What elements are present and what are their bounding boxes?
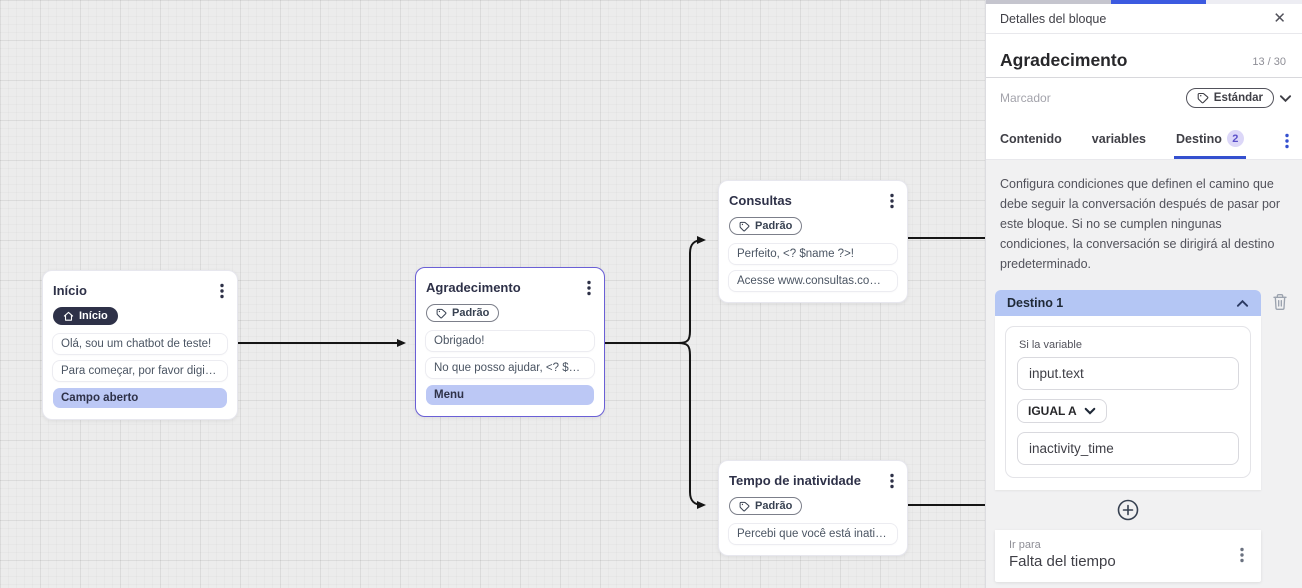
node-title: Agradecimento <box>426 280 521 295</box>
node-consultas[interactable]: Consultas Padrão Perfeito, <? $name ?>! … <box>718 180 908 303</box>
tag-badge-label: Padrão <box>452 307 490 319</box>
node-menu-icon[interactable] <box>887 191 897 211</box>
start-badge: Início <box>53 307 118 325</box>
tag-icon <box>436 308 447 319</box>
destination-card: Destino 1 Si la variable input.text IGUA… <box>995 290 1261 582</box>
block-details-panel: Detalles del bloque ✕ Agradecimento 13 /… <box>985 0 1302 588</box>
flow-canvas[interactable]: Início Início Olá, sou um chatbot de tes… <box>0 0 985 588</box>
operator-value: IGUAL A <box>1028 404 1077 418</box>
node-title: Consultas <box>729 193 792 208</box>
tag-icon <box>1197 92 1209 104</box>
node-action-row[interactable]: Menu <box>426 384 594 405</box>
node-tempo-inatividade[interactable]: Tempo de inatividade Padrão Percebi que … <box>718 460 908 556</box>
tab-contenido[interactable]: Contenido <box>998 124 1064 158</box>
destino-count-badge: 2 <box>1226 130 1244 147</box>
tab-variables[interactable]: variables <box>1090 124 1148 158</box>
tabs-menu-icon[interactable] <box>1282 131 1292 151</box>
panel-tabs: Contenido variables Destino 2 <box>986 118 1302 160</box>
tab-destino[interactable]: Destino 2 <box>1174 122 1246 159</box>
marker-value: Estándar <box>1213 92 1263 104</box>
condition-box: Si la variable input.text IGUAL A inacti… <box>1005 326 1251 478</box>
chevron-down-icon[interactable] <box>1279 94 1292 103</box>
go-to-value: Falta del tiempo <box>1009 553 1116 570</box>
tag-icon <box>739 501 750 512</box>
go-to-row[interactable]: Ir para Falta del tiempo <box>995 530 1261 582</box>
compare-value-input[interactable]: inactivity_time <box>1017 432 1239 465</box>
tag-icon <box>739 221 750 232</box>
node-message[interactable]: Para começar, por favor digite o ... <box>53 360 227 381</box>
destination-header-label: Destino 1 <box>1007 296 1064 310</box>
node-menu-icon[interactable] <box>217 281 227 301</box>
tab-label: Contenido <box>1000 131 1062 146</box>
tag-badge: Padrão <box>426 304 500 322</box>
node-menu-icon[interactable] <box>584 278 594 298</box>
marker-label: Marcador <box>1000 91 1051 105</box>
tag-badge: Padrão <box>729 497 803 515</box>
node-message[interactable]: Olá, sou um chatbot de teste! <box>53 333 227 354</box>
node-action-row[interactable]: Campo aberto <box>53 387 227 408</box>
delete-destination-icon[interactable] <box>1272 290 1288 311</box>
block-name-input[interactable]: Agradecimento <box>1000 50 1128 70</box>
destination-description: Configura condiciones que definen el cam… <box>1000 177 1281 271</box>
node-message[interactable]: Acesse www.consultas.com par... <box>729 270 897 291</box>
go-to-menu-icon[interactable] <box>1237 545 1247 565</box>
tag-badge-label: Padrão <box>755 220 793 232</box>
tab-label: Destino <box>1176 131 1222 146</box>
char-counter: 13 / 30 <box>1252 56 1286 68</box>
node-title: Início <box>53 283 87 298</box>
destination-header[interactable]: Destino 1 <box>995 290 1261 316</box>
tag-badge-label: Padrão <box>755 500 793 512</box>
home-icon <box>63 311 74 322</box>
tag-badge: Padrão <box>729 217 803 235</box>
node-message[interactable]: Obrigado! <box>426 330 594 351</box>
chevron-down-icon <box>1084 407 1096 415</box>
start-badge-label: Início <box>79 310 108 322</box>
variable-input[interactable]: input.text <box>1017 357 1239 390</box>
add-condition-icon[interactable] <box>1117 499 1139 521</box>
tab-label: variables <box>1091 131 1147 146</box>
operator-select[interactable]: IGUAL A <box>1017 399 1107 423</box>
node-message[interactable]: Perfeito, <? $name ?>! <box>729 243 897 264</box>
node-menu-icon[interactable] <box>887 471 897 491</box>
close-icon[interactable]: ✕ <box>1273 10 1286 27</box>
node-agradecimento[interactable]: Agradecimento Padrão Obrigado! No que po… <box>415 267 605 417</box>
node-title: Tempo de inatividade <box>729 473 861 488</box>
panel-title: Detalles del bloque <box>1000 11 1107 26</box>
node-inicio[interactable]: Início Início Olá, sou um chatbot de tes… <box>42 270 238 420</box>
top-edge-strip <box>986 0 1302 4</box>
chevron-up-icon[interactable] <box>1236 299 1249 308</box>
condition-label: Si la variable <box>1019 339 1082 351</box>
node-message[interactable]: Percebi que você está inativo. C... <box>729 523 897 544</box>
flow-edges <box>238 236 985 509</box>
go-to-label: Ir para <box>1009 539 1041 551</box>
node-message[interactable]: No que posso ajudar, <? $name ... <box>426 357 594 378</box>
marker-select[interactable]: Estándar <box>1185 88 1274 108</box>
